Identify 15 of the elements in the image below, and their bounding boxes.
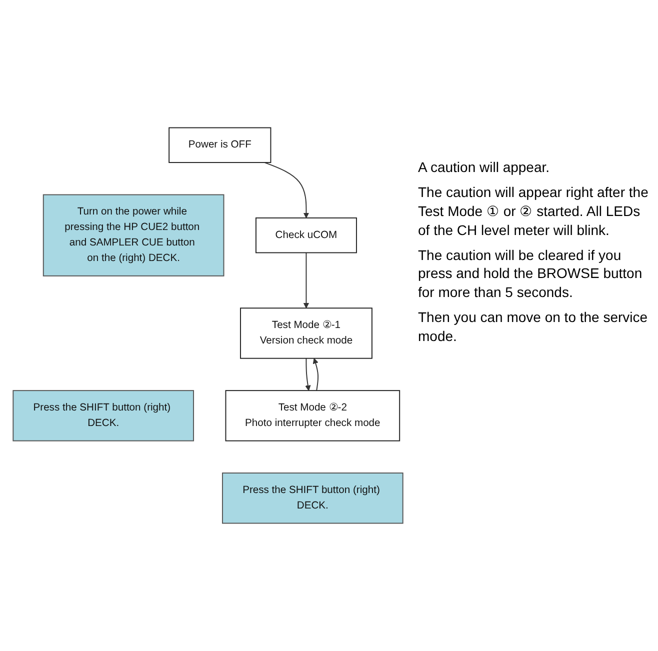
node-box: Press the SHIFT button (right) DECK. [222,472,404,524]
arrow [303,252,310,308]
note-text: The caution will be cleared if you press and hold the BROWSE button for more than 5 seconds. [418,246,644,302]
arrow [305,358,311,391]
node-box: Turn on the power while pressing the HP CUE2 button and SAMPLER CUE button on the (right) DECK. [42,194,224,276]
note-text: A caution will appear. [418,158,551,177]
node-box: Test Mode ②-2 Photo interrupter check mode [225,390,400,442]
note-text: The caution will appear right after the Test Mode ① or ② started. All LEDs of the CH level meter will blink. [418,182,650,240]
node-box: Test Mode ②-1 Version check mode [240,308,372,359]
arrow [264,162,310,218]
node-box: Press the SHIFT button (right) DECK. [12,390,194,442]
node-box: Check uCOM [255,217,357,254]
arrow [312,358,319,392]
node-box: Power is OFF [168,127,272,163]
note-text: Then you can move on to the service mode. [418,308,649,346]
